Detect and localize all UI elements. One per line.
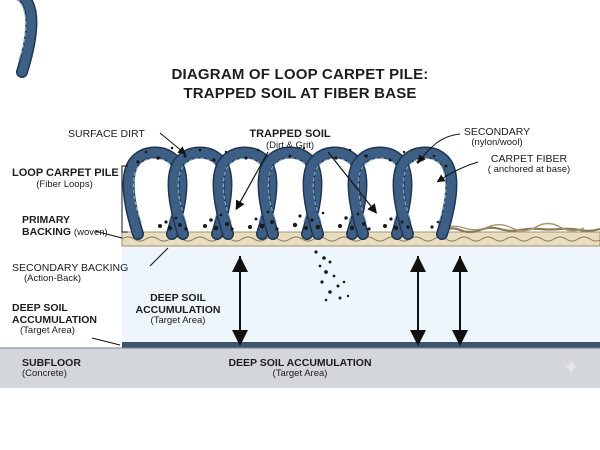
surface-dirt-label: SURFACE DIRT [68, 128, 145, 140]
falling-soil-particles [314, 250, 350, 302]
deep-soil-mid-label-2: ACCUMULATION [135, 304, 221, 317]
subfloor-sublabel: (Concrete) [22, 368, 67, 380]
depth-arrows [232, 256, 468, 346]
title-line-2: TRAPPED SOIL AT FIBER BASE [183, 85, 417, 102]
loop-pile-bracket [121, 165, 128, 233]
carpet-loops [16, 0, 451, 234]
primary-label: PRIMARY [22, 214, 71, 226]
deep-soil-mid-label: DEEP SOIL [150, 292, 206, 304]
trapped-soil-label: TRAPPED SOIL [249, 128, 331, 140]
carpet-fiber-pointer [436, 161, 479, 183]
loop-pile-sublabel: (Fiber Loops) [36, 178, 93, 190]
trapped-soil-label-group: TRAPPED SOIL (Dirt & Grit) [240, 128, 340, 152]
deep-soil-strip [122, 342, 600, 348]
deep-soil-mid-sublabel: (Target Area) [150, 315, 206, 327]
primary-backing-pointer [94, 230, 123, 239]
secondary-backing-label: SECONDARY BACKING [12, 262, 129, 274]
primary-backing-label-group: PRIMARY BACKING (woven) [22, 214, 108, 239]
secondary-backing-sublabel: (Action-Back) [24, 273, 82, 285]
subfloor-label-group: SUBFLOOR (Concrete) [22, 357, 81, 380]
surface-dirt-pointer [159, 132, 187, 155]
deep-soil-left-sublabel: (Target Area) [20, 325, 75, 337]
trapped-soil-particles [158, 210, 440, 231]
subfloor-slab [0, 348, 600, 388]
loop-pile-label-group: LOOP CARPET PILE (Fiber Loops) [12, 167, 119, 191]
secondary-label-group: SECONDARY (nylon/wool) [452, 126, 542, 149]
subfloor-label: SUBFLOOR [22, 357, 81, 369]
flattened-fibers-2 [439, 222, 585, 232]
deep-soil-bottom-sublabel: (Target Area) [272, 368, 328, 380]
trapped-soil-sublabel: (Dirt & Grit) [265, 139, 315, 151]
deep-soil-bottom-label: DEEP SOIL ACCUMULATION [228, 357, 372, 369]
deep-soil-left-label-group: DEEP SOIL ACCUMULATION (Target Area) [12, 302, 97, 337]
deep-soil-left-label-2: ACCUMULATION [12, 314, 97, 327]
primary-woven-sublabel: (woven) [73, 227, 108, 239]
title-line-1: DIAGRAM OF LOOP CARPET PILE: [171, 66, 429, 83]
loop-pile-label: LOOP CARPET PILE [12, 167, 119, 179]
deep-soil-left-label: DEEP SOIL [12, 302, 68, 314]
carpet-fiber-label: CARPET FIBER [490, 153, 568, 165]
deep-soil-mid-label-group: DEEP SOIL ACCUMULATION (Target Area) [128, 292, 228, 327]
secondary-backing-band [122, 246, 600, 346]
carpet-fiber-label-group: CARPET FIBER ( anchored at base) [474, 153, 584, 176]
backing-label: BACKING [22, 226, 71, 239]
secondary-backing-label-group: SECONDARY BACKING (Action-Back) [12, 262, 128, 285]
secondary-backing-pointer [149, 247, 169, 267]
sparkle-icon: ✦ [563, 357, 580, 379]
secondary-sublabel: (nylon/wool) [471, 137, 523, 149]
secondary-label: SECONDARY [463, 126, 531, 138]
deep-soil-bottom-label-group: DEEP SOIL ACCUMULATION (Target Area) [200, 357, 400, 380]
secondary-pointer [417, 133, 461, 164]
trapped-soil-arrows [235, 151, 377, 214]
deep-soil-left-pointer [91, 337, 121, 346]
carpet-fiber-sublabel: ( anchored at base) [487, 164, 571, 176]
